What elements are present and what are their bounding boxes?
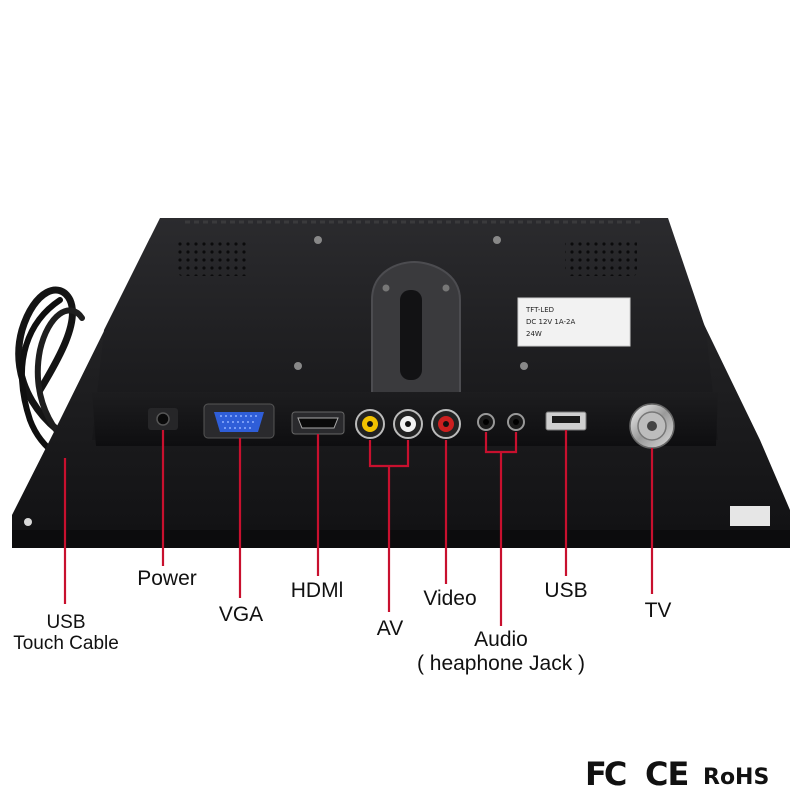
vga-port: [203, 403, 275, 439]
sticker-line2: DC 12V 1A-2A: [526, 318, 575, 326]
audio-jacks: [477, 413, 525, 431]
pointer-lines: [63, 430, 654, 626]
label-video: Video: [423, 587, 477, 610]
label-audio-line1: Audio: [474, 628, 528, 651]
left-speaker-grill: [178, 238, 250, 276]
hdmi-port: [291, 411, 345, 435]
usb-port: [545, 411, 587, 431]
label-usb-touch-line1: USB: [46, 612, 86, 633]
tv-coax-connector: [629, 403, 675, 449]
power-jack: [148, 408, 178, 430]
av-yellow-jack: [355, 409, 385, 439]
label-power: Power: [137, 567, 197, 590]
label-vga: VGA: [218, 603, 264, 626]
spec-sticker: TFT-LED DC 12V 1A-2A 24W: [517, 297, 631, 347]
label-audio-line2: ( heaphone Jack ): [416, 652, 586, 675]
label-usb-touch-cable: USB Touch Cable: [13, 612, 119, 654]
sticker-line1: TFT-LED: [525, 306, 554, 314]
sticker-line3: 24W: [526, 330, 542, 338]
pointer-audio: [484, 432, 518, 626]
pointer-av: [368, 440, 410, 612]
rohs-mark: RoHS: [703, 765, 769, 790]
label-hdmi: HDMl: [290, 579, 344, 602]
video-red-jack: [431, 409, 461, 439]
mounting-bracket: [371, 260, 461, 397]
av-white-jack: [393, 409, 423, 439]
fcc-mark: FC: [585, 755, 626, 793]
port-panel: [92, 392, 718, 449]
label-av: AV: [376, 617, 404, 640]
right-speaker-grill: [565, 238, 637, 276]
label-usb: USB: [544, 579, 588, 602]
certification-marks: FC CE RoHS: [585, 755, 769, 793]
label-audio: Audio ( heaphone Jack ): [417, 629, 585, 675]
label-usb-touch-line2: Touch Cable: [13, 633, 119, 654]
ce-mark: CE: [645, 755, 688, 793]
label-tv: TV: [644, 599, 672, 622]
